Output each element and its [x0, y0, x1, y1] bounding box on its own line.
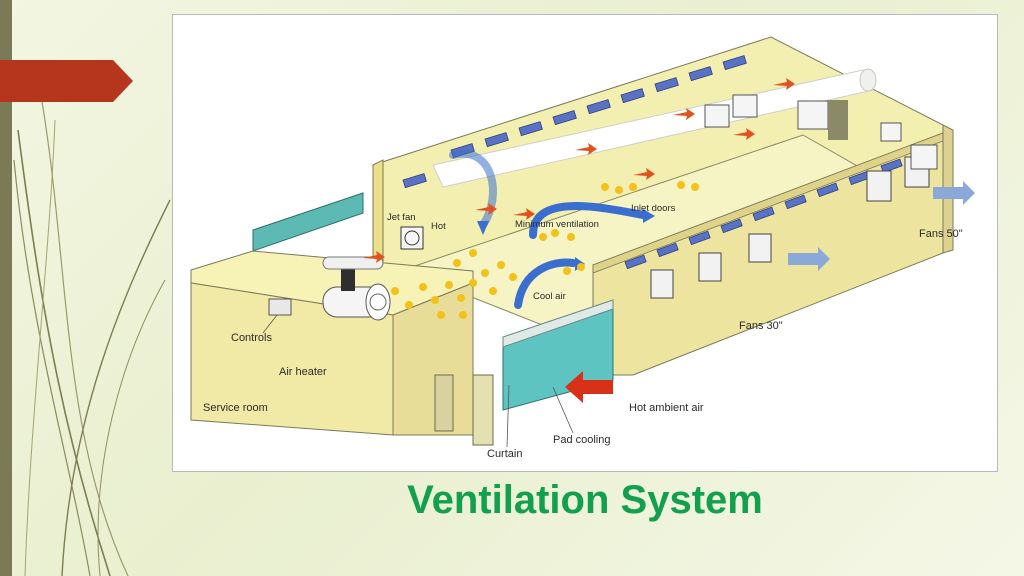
fans-50-units — [704, 94, 938, 170]
label-controls: Controls — [231, 332, 272, 344]
chicks — [391, 181, 699, 319]
left-accent-bar — [0, 0, 12, 576]
inlet-vents-back — [402, 55, 747, 189]
label-service-room: Service room — [203, 402, 268, 414]
label-curtain: Curtain — [487, 448, 522, 460]
left-pad-window — [252, 192, 364, 252]
label-jet-fan: Jet fan — [387, 212, 416, 223]
diagram-frame: Jet fan Hot Minimum ventilation Inlet do… — [172, 14, 998, 472]
label-hot: Hot — [431, 221, 446, 232]
jet-fan — [400, 226, 424, 250]
warm-air-arrows — [363, 78, 795, 263]
decorative-curves — [13, 89, 171, 576]
diagram-labels: Jet fan Hot Minimum ventilation Inlet do… — [203, 203, 963, 460]
label-inlet-doors: Inlet doors — [631, 203, 676, 214]
label-hot-ambient-air: Hot ambient air — [629, 402, 704, 414]
label-fans-30: Fans 30" — [739, 320, 783, 332]
label-air-heater: Air heater — [279, 366, 327, 378]
hot-air-arrow — [565, 371, 613, 403]
back-door — [828, 100, 848, 140]
leader-lines — [262, 314, 574, 448]
service-door — [434, 374, 454, 432]
exhaust-arrows — [788, 181, 975, 271]
air-heater — [322, 256, 391, 321]
label-pad-cooling: Pad cooling — [553, 434, 611, 446]
air-duct — [432, 68, 877, 188]
slide-title: Ventilation System — [407, 478, 763, 522]
label-minimum-ventilation: Minimum ventilation — [515, 219, 599, 230]
label-fans-50: Fans 50" — [919, 228, 963, 240]
controls-box — [268, 298, 292, 316]
curtain — [472, 374, 494, 446]
title-arrow-tab — [0, 60, 133, 102]
poultry-house-diagram: Jet fan Hot Minimum ventilation Inlet do… — [190, 36, 975, 460]
label-cool-air: Cool air — [533, 291, 566, 302]
